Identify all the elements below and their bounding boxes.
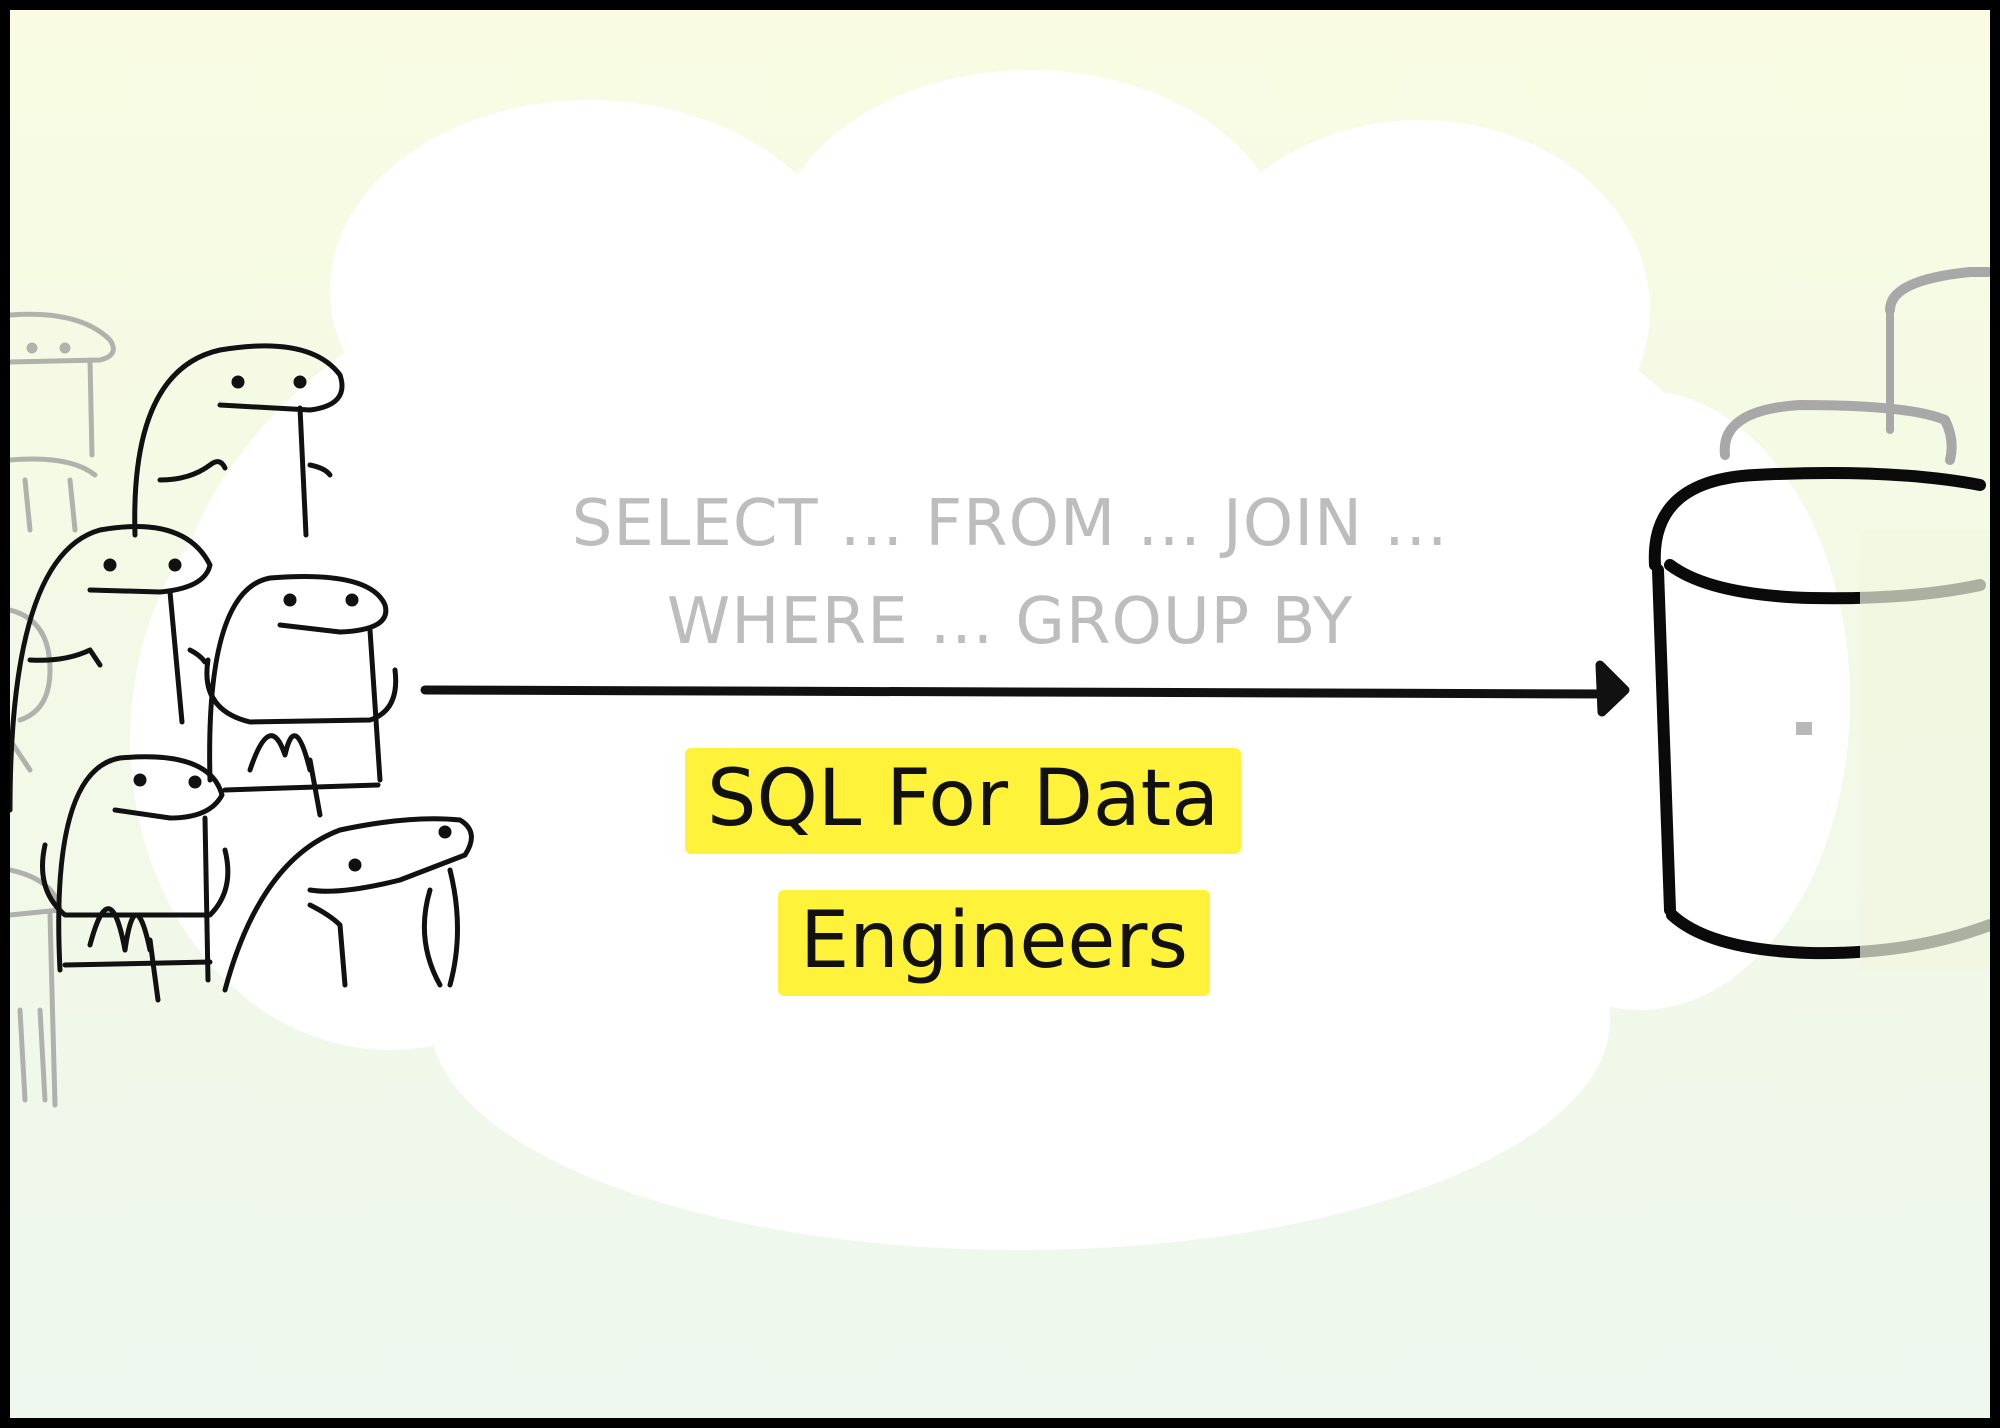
sql-code-snippet: SELECT ... FROM ... JOIN ... WHERE ... G…	[570, 475, 1450, 671]
people-group-icon	[10, 343, 474, 1003]
sql-code-line-2: WHERE ... GROUP BY	[666, 585, 1354, 659]
arrow-icon	[420, 660, 1630, 717]
illustration-frame: SELECT ... FROM ... JOIN ... WHERE ... G…	[10, 10, 1990, 1418]
sketch-scene	[10, 267, 1990, 1108]
faded-people-icon	[10, 311, 116, 1108]
title-line-1: SQL For Data	[685, 748, 1242, 854]
title-line-2: Engineers	[778, 890, 1211, 996]
database-icon	[1648, 267, 1990, 970]
sql-code-line-1: SELECT ... FROM ... JOIN ...	[571, 487, 1449, 561]
